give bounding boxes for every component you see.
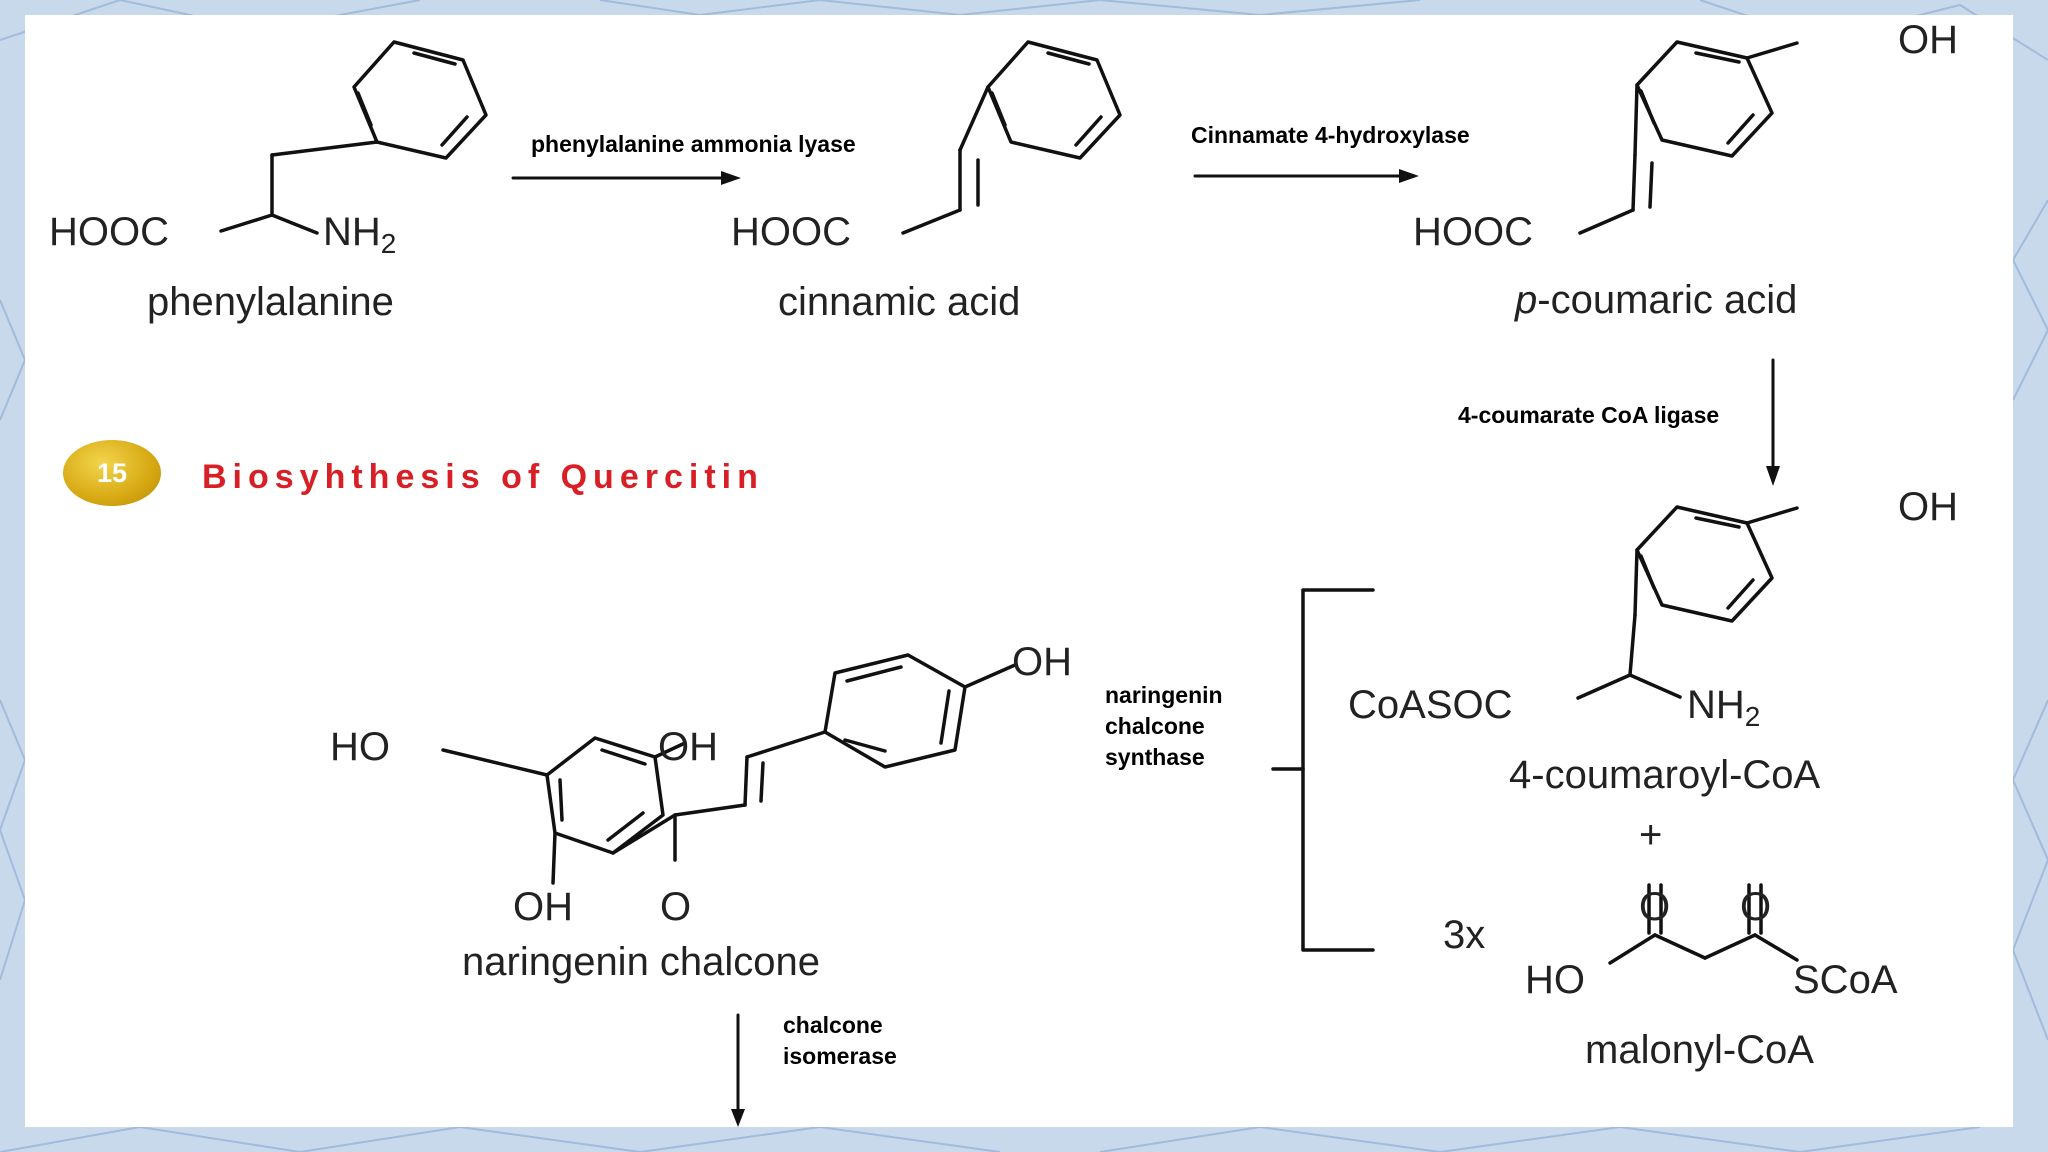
malonyl-ho-label: HO [1525,958,1585,1002]
arrow-heads [721,169,1780,1127]
enzyme-chi-label-line1: chalcone [783,1012,883,1038]
malonyl-oxygen-left: O [1639,885,1670,929]
chalcone-oh-top-label: OH [1012,640,1072,684]
enzyme-4cl-label: 4-coumarate CoA ligase [1458,402,1719,428]
enzyme-c4h-label: Cinnamate 4-hydroxylase [1191,122,1470,148]
malonyl-coa-name: malonyl-CoA [1585,1028,1814,1072]
chalcone-oh-bottom-label: OH [513,885,573,929]
phenylalanine-name: phenylalanine [147,280,394,324]
reaction-arrows [511,174,1775,1117]
phenylalanine-nh2-label: NH2 [323,210,396,259]
naringenin-chalcone-structure [441,653,1017,885]
coumaric-oh-label: OH [1898,18,1958,62]
enzyme-chs-label-line1: naringenin [1105,682,1223,708]
malonyl-oxygen-right: O [1740,885,1771,929]
coumaroyl-coasoc-label: CoASOC [1348,683,1513,727]
slide-number: 15 [96,457,128,488]
malonyl-coa-structure [1608,883,1799,965]
malonyl-scoa-label: SCoA [1793,958,1898,1002]
enzyme-pal-label: phenylalanine ammonia lyase [531,131,856,157]
coumaroyl-coa-structure [1576,505,1799,700]
naringenin-chalcone-name: naringenin chalcone [462,940,820,984]
enzyme-chs-label-line3: synthase [1105,744,1205,770]
enzyme-chs-label-line2: chalcone [1105,713,1205,739]
enzyme-chi-label-line2: isomerase [783,1043,897,1069]
slide-canvas: HOOC NH2 phenylalanine HOOC cinnamic aci… [25,15,2013,1127]
chalcone-oh-ring-label: OH [658,725,718,769]
substrate-bracket [1301,588,1375,952]
coumaroyl-oh-label: OH [1898,485,1958,529]
pathway-diagram: HOOC NH2 phenylalanine HOOC cinnamic aci… [49,18,1958,1127]
coumaric-hooc-label: HOOC [1413,210,1533,254]
p-coumaric-acid-structure [1578,40,1799,235]
phenylalanine-structure [219,40,488,235]
chalcone-carbonyl-label: O [660,885,691,929]
chalcone-ho-label: HO [330,725,390,769]
phenylalanine-hooc-label: HOOC [49,210,169,254]
malonyl-multiplier: 3x [1443,913,1485,957]
slide-title: Biosyhthesis of Quercitin [202,458,764,496]
coumaroyl-coa-name: 4-coumaroyl-CoA [1509,753,1821,797]
p-coumaric-acid-name: p-coumaric acid [1514,278,1797,322]
cinnamic-acid-structure [901,40,1122,235]
plus-sign: + [1639,813,1662,857]
coumaroyl-nh2-label: NH2 [1687,683,1760,732]
cinnamic-acid-name: cinnamic acid [778,280,1020,324]
slide-number-badge: 15 [63,440,161,506]
cinnamic-hooc-label: HOOC [731,210,851,254]
